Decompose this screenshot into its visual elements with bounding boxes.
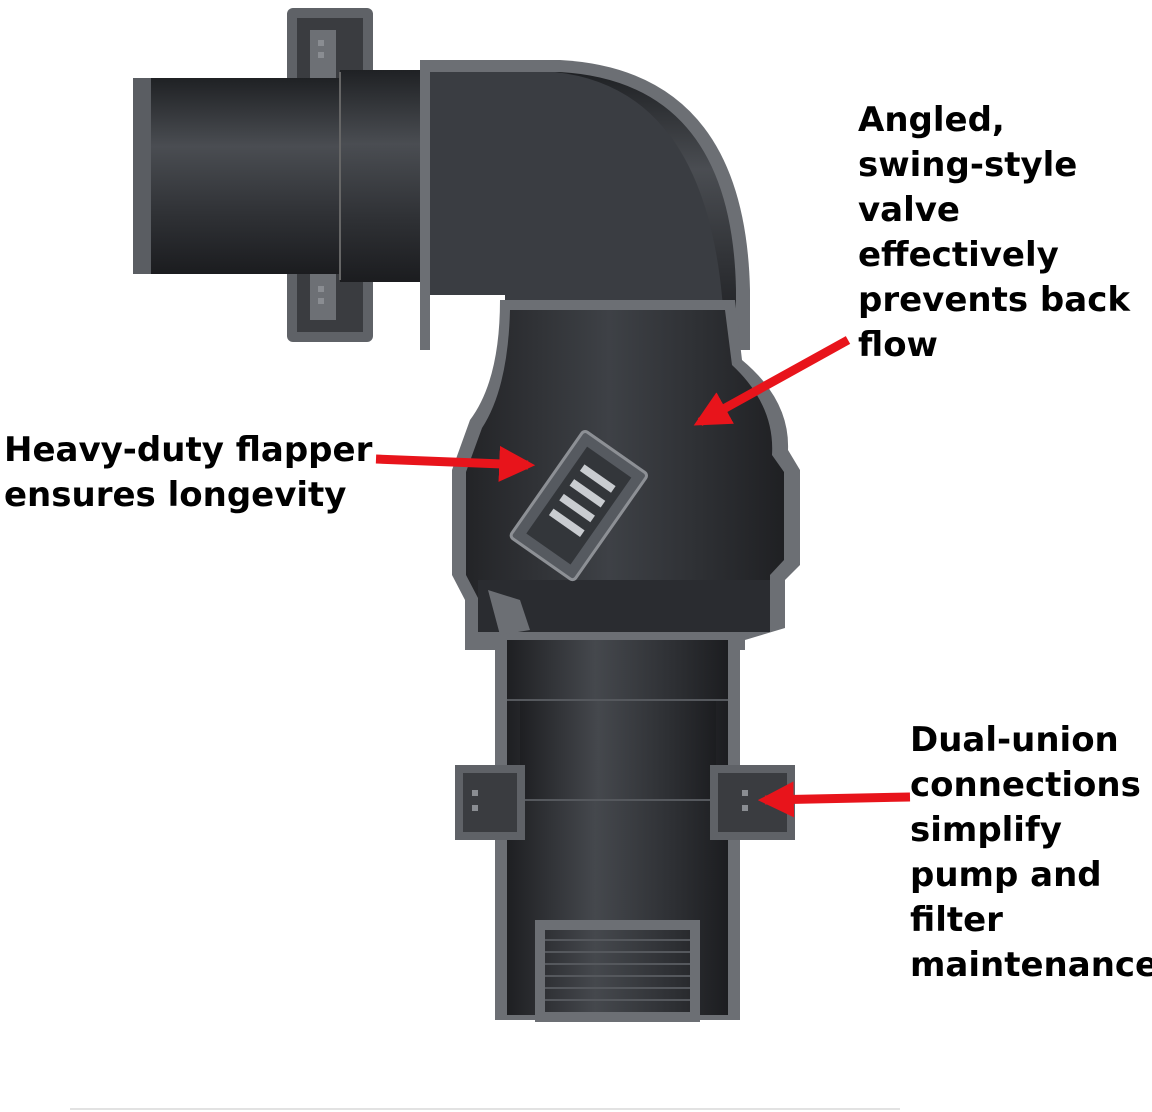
callout-arrows bbox=[375, 336, 911, 818]
callout-flapper: Heavy-duty flapper ensures longevity bbox=[4, 428, 372, 518]
callout-valve-line: effectively bbox=[858, 235, 1059, 275]
elbow-body bbox=[420, 60, 750, 350]
callout-union-line: Dual-union bbox=[910, 720, 1119, 760]
callout-union-line: connections bbox=[910, 765, 1141, 805]
callout-union-line: pump and bbox=[910, 855, 1102, 895]
callout-valve-line: swing-style bbox=[858, 145, 1078, 185]
callout-valve-line: prevents back bbox=[858, 280, 1130, 320]
callout-union-line: simplify bbox=[910, 810, 1062, 850]
inlet-pipe bbox=[133, 70, 435, 282]
callout-valve-line: Angled, bbox=[858, 100, 1005, 140]
callout-valve: Angled, swing-style valve effectively pr… bbox=[858, 98, 1130, 368]
arrow-flapper bbox=[375, 445, 536, 482]
callout-valve-line: flow bbox=[858, 325, 938, 365]
bottom-union-nut bbox=[455, 765, 795, 840]
flapper bbox=[488, 430, 648, 635]
bottom-divider bbox=[70, 1108, 900, 1110]
arrow-valve bbox=[693, 336, 851, 426]
callout-union-line: filter bbox=[910, 900, 1003, 940]
callout-union-line: maintenance bbox=[910, 945, 1152, 985]
arrow-union bbox=[757, 781, 911, 818]
callout-flapper-line: Heavy-duty flapper bbox=[4, 430, 373, 470]
callout-valve-line: valve bbox=[858, 190, 960, 230]
callout-union: Dual-union connections simplify pump and… bbox=[910, 718, 1152, 988]
callout-flapper-line: ensures longevity bbox=[4, 475, 347, 515]
outlet-body bbox=[495, 640, 740, 1022]
